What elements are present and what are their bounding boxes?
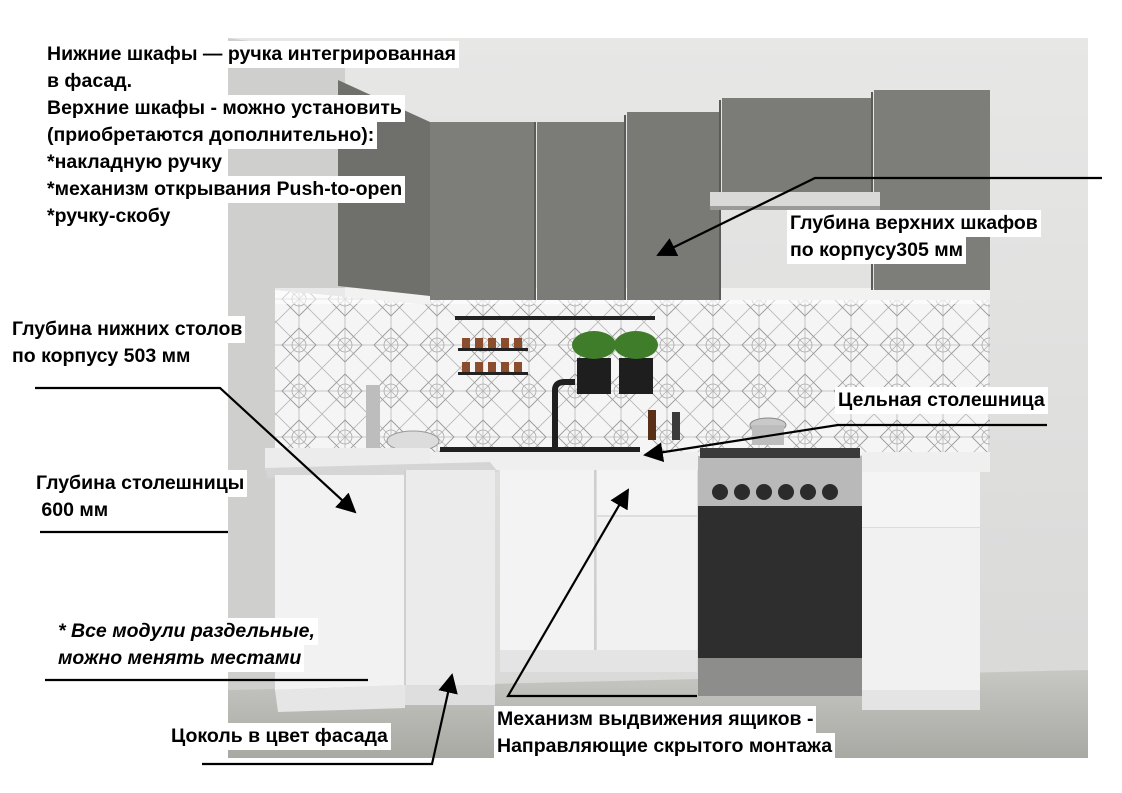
label-countertop-depth: Глубина столешницы 600 мм [33,470,248,524]
label-upper-depth-line-2: по корпусу305 мм [787,237,967,264]
label-handles-line-5: *накладную ручку [44,149,225,176]
label-handles-line-7: *ручку-скобу [44,203,174,230]
label-modules-note-line-1: * Все модули раздельные, [55,618,318,645]
label-countertop-solid-line-1: Цельная столешница [835,387,1048,414]
label-modules-note: * Все модули раздельные, можно менять ме… [55,618,318,672]
label-handles-line-1: Нижние шкафы — ручка интегрированная [44,41,460,68]
label-upper-depth: Глубина верхних шкафов по корпусу305 мм [787,210,1041,264]
label-drawer-mechanism-line-2: Направляющие скрытого монтажа [494,733,836,760]
stove [698,417,862,696]
label-plinth-line-1: Цоколь в цвет фасада [168,723,391,750]
label-lower-depth-line-1: Глубина нижних столов [9,316,246,343]
sink [366,379,640,454]
label-handles-line-4: (приобретаются дополнительно): [44,122,378,149]
range-hood [710,192,880,210]
label-handles-line-2: в фасад. [44,68,136,95]
label-drawer-mechanism-line-1: Механизм выдвижения ящиков - [494,706,817,733]
label-lower-depth-line-2: по корпусу 503 мм [9,343,194,370]
rail-shelf [455,316,658,394]
label-upper-depth-line-1: Глубина верхних шкафов [787,210,1041,237]
label-handles-line-6: *механизм открывания Push-to-open [44,176,406,203]
label-countertop-solid: Цельная столешница [835,387,1048,414]
label-handles: Нижние шкафы — ручка интегрированная в ф… [44,41,460,230]
label-handles-line-3: Верхние шкафы - можно установить [44,95,405,122]
label-drawer-mechanism: Механизм выдвижения ящиков - Направляющи… [494,706,836,760]
label-countertop-depth-line-2: 600 мм [33,497,112,524]
label-countertop-depth-line-1: Глубина столешницы [33,470,248,497]
label-modules-note-line-2: можно менять местами [55,645,305,672]
label-lower-depth: Глубина нижних столов по корпусу 503 мм [9,316,246,370]
label-plinth: Цоколь в цвет фасада [168,723,391,750]
